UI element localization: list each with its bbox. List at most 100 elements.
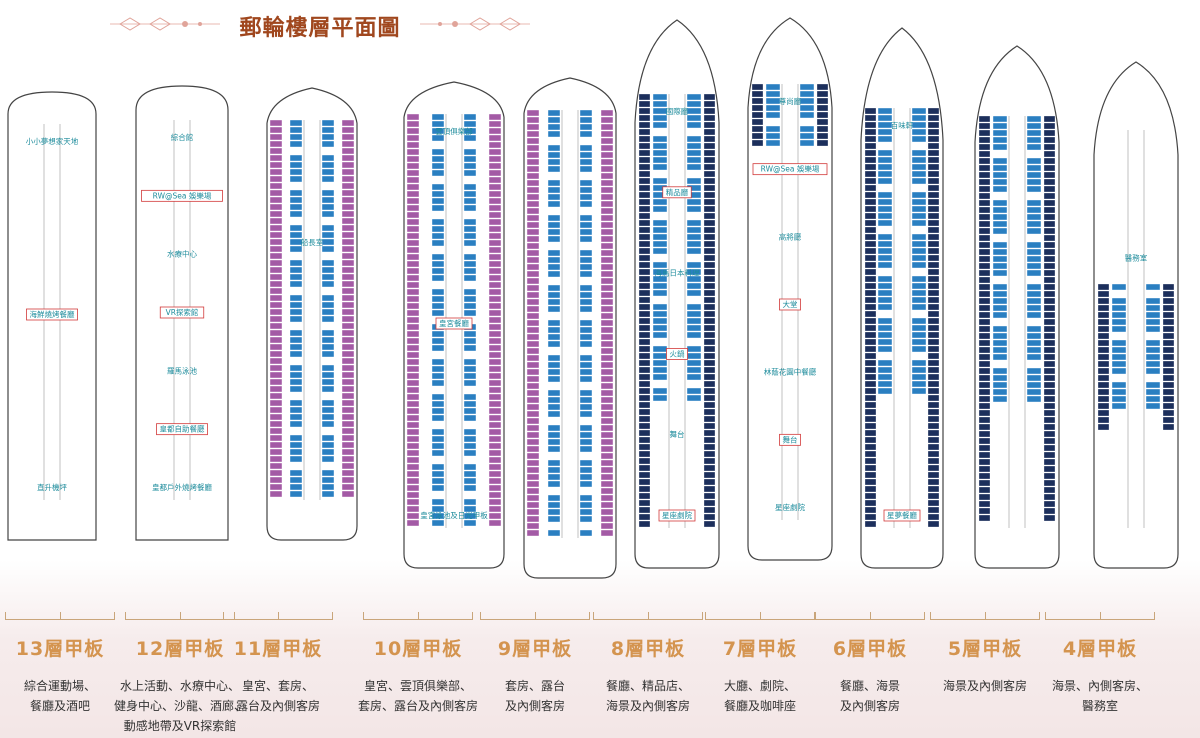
cabin-cell xyxy=(1043,227,1056,235)
venue-label[interactable]: 國際廳 xyxy=(666,106,689,116)
venue-label[interactable]: 星座劇院 xyxy=(775,502,805,512)
cabin-cell xyxy=(703,93,716,101)
venue-box xyxy=(159,306,205,319)
venue-label[interactable]: 海鮮燒烤餐廳 xyxy=(30,309,75,319)
cabin-cell xyxy=(1097,395,1110,403)
cabin-cell xyxy=(1145,297,1161,305)
deck-plan-5[interactable] xyxy=(523,77,617,579)
cabin-cell xyxy=(992,339,1008,347)
venue-label[interactable]: 林蔭花園中餐廳 xyxy=(764,367,817,377)
venue-label[interactable]: 高將廳 xyxy=(779,231,802,241)
venue-label[interactable]: 皇宮泳池及日光甲板 xyxy=(420,510,488,520)
cabin-cell xyxy=(911,170,927,178)
cabin-cell xyxy=(1043,206,1056,214)
cabin-cell xyxy=(321,280,335,288)
deck-label[interactable]: 11層甲板 xyxy=(233,638,323,660)
cabin-cell xyxy=(547,466,561,474)
cabin-cell xyxy=(526,417,540,425)
cabin-cell xyxy=(341,476,355,484)
venue-label[interactable]: 星座劇院 xyxy=(662,510,692,520)
deck-description-line: 餐廳及酒吧 xyxy=(29,699,90,713)
cabin-cell xyxy=(600,158,614,166)
cabin-cell xyxy=(289,175,303,183)
cabin-cell xyxy=(406,316,420,324)
cabin-cell xyxy=(1026,381,1042,389)
deck-label[interactable]: 10層甲板 xyxy=(373,638,463,660)
cabin-cell xyxy=(978,122,991,130)
deck-label[interactable]: 7層甲板 xyxy=(722,638,798,660)
cabin-cell xyxy=(431,400,445,408)
cabin-cell xyxy=(463,372,477,380)
deck-plan-10[interactable]: 醫務室 xyxy=(1093,61,1179,569)
cabin-cell xyxy=(992,325,1008,333)
venue-label[interactable]: 海馬日本料理 xyxy=(655,268,700,278)
cabin-cell xyxy=(877,261,893,269)
cabin-cell xyxy=(600,214,614,222)
venue-label[interactable]: 舞台 xyxy=(783,434,798,444)
venue-label[interactable]: 百味軒 xyxy=(891,120,914,130)
venue-label[interactable]: 精品廳 xyxy=(666,187,689,197)
venue-label[interactable]: 舞台 xyxy=(670,429,685,439)
venue-label[interactable]: 小小夢想家天地 xyxy=(26,136,79,146)
venue-label[interactable]: RW@Sea 娛樂場 xyxy=(761,164,820,174)
cabin-cell xyxy=(911,219,927,227)
cabin-cell xyxy=(686,275,702,283)
cabin-cell xyxy=(686,100,702,108)
cabin-cell xyxy=(978,206,991,214)
cabin-cell xyxy=(406,449,420,457)
cabin-cell xyxy=(600,235,614,243)
venue-label[interactable]: 皇都戶外燒烤餐廳 xyxy=(152,482,212,492)
deck-plan-3[interactable]: 船長室 xyxy=(266,87,358,541)
venue-label[interactable]: 水療中心 xyxy=(167,249,197,259)
cabin-cell xyxy=(579,459,593,467)
venue-box xyxy=(658,509,696,522)
deck-label[interactable]: 4層甲板 xyxy=(1062,638,1138,660)
cabin-cell xyxy=(1111,381,1127,389)
venue-label[interactable]: 星夢餐廳 xyxy=(887,510,917,520)
cabin-cell xyxy=(526,319,540,327)
deck-description: 水上活動、水療中心、健身中心、沙龍、酒廊、動感地帶及VR探索館 xyxy=(105,676,255,736)
cabin-cell xyxy=(978,241,991,249)
venue-label[interactable]: 尊尚廳 xyxy=(779,96,802,106)
venue-label[interactable]: 直升機坪 xyxy=(37,482,67,492)
deck-label[interactable]: 5層甲板 xyxy=(947,638,1023,660)
cabin-cell xyxy=(579,186,593,194)
deck-label[interactable]: 12層甲板 xyxy=(135,638,225,660)
venue-label[interactable]: 醫務室 xyxy=(1125,252,1148,262)
cabin-cell xyxy=(703,317,716,325)
cabin-cell xyxy=(911,254,927,262)
venue-label[interactable]: VR探索館 xyxy=(166,307,199,317)
deck-label[interactable]: 6層甲板 xyxy=(832,638,908,660)
cabin-cell xyxy=(1026,136,1042,144)
venue-label[interactable]: 火鍋 xyxy=(670,348,685,358)
cabin-cell xyxy=(269,413,283,421)
cabin-cell xyxy=(864,394,877,402)
venue-label[interactable]: RW@Sea 娛樂場 xyxy=(153,190,212,200)
cabin-cell xyxy=(321,364,335,372)
venue-label[interactable]: 綜合館 xyxy=(171,132,194,142)
cabin-cell xyxy=(1097,381,1110,389)
cabin-cell xyxy=(1162,332,1175,340)
venue-label[interactable]: 皇宮餐廳 xyxy=(439,318,469,328)
cabin-cell xyxy=(431,435,445,443)
venue-label[interactable]: 雲頂俱樂部 xyxy=(435,126,473,136)
venue-label[interactable]: 船長室 xyxy=(301,237,324,247)
cabin-cell xyxy=(765,104,781,112)
venue-label[interactable]: 大堂 xyxy=(783,299,798,309)
cabin-cell xyxy=(431,155,445,163)
cabin-cell xyxy=(686,205,702,213)
deck-label[interactable]: 13層甲板 xyxy=(15,638,105,660)
venue-label[interactable]: 皇都自助餐廳 xyxy=(160,424,205,434)
deck-plan-9[interactable] xyxy=(974,45,1060,569)
cabin-cell xyxy=(269,161,283,169)
venue-label[interactable]: 羅馬泳池 xyxy=(167,365,197,375)
cabin-cell xyxy=(547,298,561,306)
deck-label[interactable]: 9層甲板 xyxy=(497,638,573,660)
deck-label[interactable]: 8層甲板 xyxy=(610,638,686,660)
